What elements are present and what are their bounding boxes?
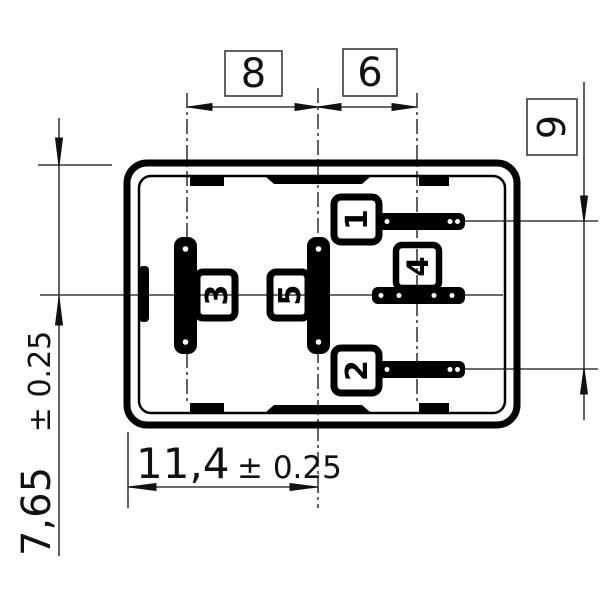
- dim6-arrow-left: [317, 103, 342, 111]
- inner-tab-bottom-right: [419, 403, 449, 412]
- dim114-number: 11,4: [136, 439, 230, 488]
- dim114-arrow-right: [289, 483, 318, 491]
- terminal4-pin-hole-4: [449, 293, 455, 298]
- dim8-value: 8: [241, 51, 266, 97]
- terminal3-hole-bottom: [182, 339, 189, 345]
- inner-tab-top-middle: [266, 177, 370, 184]
- terminal4-pin-hole-2: [396, 293, 402, 298]
- terminal1-pin: [377, 213, 465, 230]
- terminal2-pin-hole-left: [384, 367, 390, 372]
- terminal1-pin-hole-right2: [455, 219, 460, 224]
- terminal3-label-box: [193, 268, 239, 322]
- dim765-arrow-bottom: [55, 296, 63, 326]
- terminal2-pin-hole-right1: [447, 367, 453, 372]
- terminal4-label: 4: [401, 256, 435, 276]
- terminal4-pin-hole-1: [378, 293, 384, 298]
- inner-tab-top-right: [419, 177, 449, 186]
- inner-tab-bottom-left: [190, 403, 224, 412]
- dim9-arrow-top: [580, 195, 588, 223]
- terminal5-hole-bottom: [315, 339, 322, 345]
- dim765-tolerance: ± 0.25: [23, 331, 58, 432]
- terminal3-blade: [174, 237, 197, 354]
- dim114-arrow-left: [128, 483, 157, 491]
- dim765-number: 7,65: [14, 467, 60, 556]
- terminal2-pin: [377, 361, 465, 378]
- terminal5-blade: [307, 237, 330, 354]
- inner-tab-top-left: [190, 177, 224, 186]
- dim6-frame: [342, 48, 398, 97]
- terminal2-pin-hole-right2: [455, 367, 460, 372]
- dim114-tolerance: ± 0.25: [237, 450, 342, 486]
- dim9-frame: [526, 98, 578, 156]
- dim765-text-group: 7,65 ± 0.25: [14, 331, 60, 556]
- dim8-frame: [224, 50, 283, 97]
- body-outer-outline: [123, 159, 521, 429]
- dim6-value: 6: [357, 50, 382, 96]
- dim8-arrow-left: [187, 103, 213, 111]
- terminal3-label: 3: [200, 285, 235, 306]
- terminal5-label: 5: [273, 285, 308, 306]
- inner-tab-bottom-middle: [266, 405, 370, 412]
- dim9-value: 9: [530, 115, 574, 139]
- terminal4-pin: [372, 287, 465, 304]
- terminal4-pin-hole-3: [431, 293, 437, 298]
- dim8-arrow-right: [294, 103, 319, 111]
- terminal3-hole-top: [182, 246, 189, 252]
- terminal1-pin-hole-right1: [447, 219, 453, 224]
- terminal1-pin-hole-left: [384, 219, 390, 224]
- terminal5-hole-top: [315, 246, 322, 252]
- terminal1-label: 1: [340, 209, 375, 230]
- dim765-arrow-top: [55, 137, 63, 167]
- dim6-arrow-right: [391, 103, 417, 111]
- terminal2-label: 2: [340, 360, 375, 381]
- dim9-arrow-bottom: [580, 367, 588, 395]
- terminal5-label-box: [266, 268, 312, 322]
- dim765-value: 7,65 ± 0.25: [14, 331, 60, 556]
- inner-tab-left-wall: [139, 266, 149, 322]
